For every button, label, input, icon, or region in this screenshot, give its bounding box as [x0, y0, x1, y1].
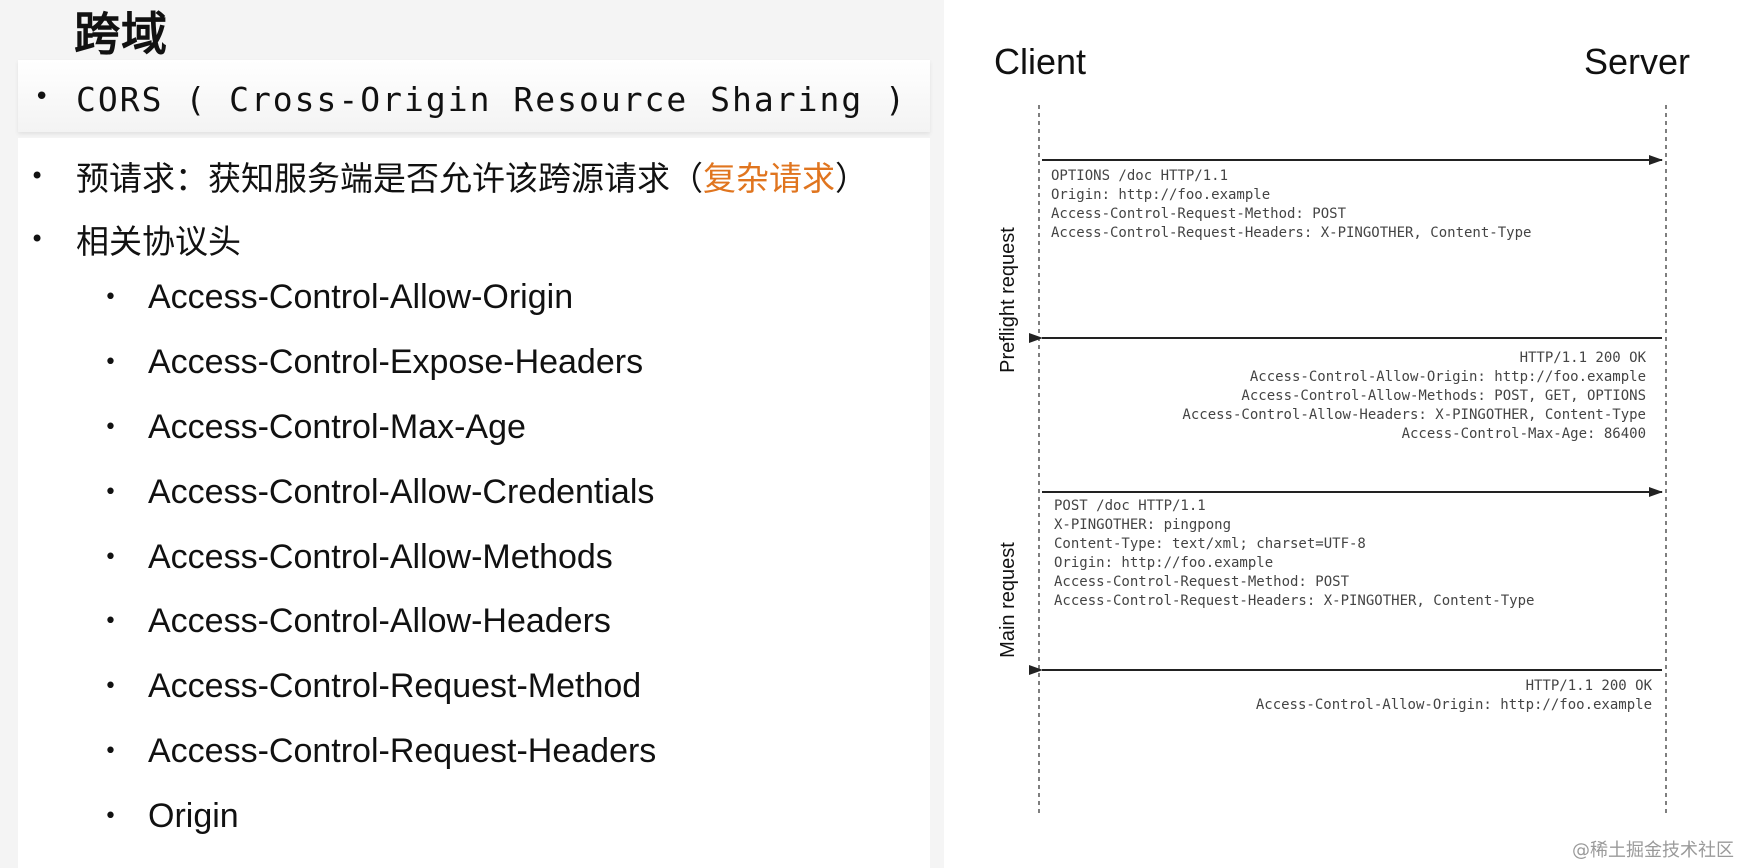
message-line: X-PINGOTHER: pingpong	[1054, 517, 1231, 533]
message-line: Access-Control-Allow-Methods: POST, GET,…	[1241, 388, 1646, 404]
message-line: HTTP/1.1 200 OK	[1526, 678, 1653, 694]
bullet-icon: •	[104, 545, 117, 570]
bullet-icon: •	[30, 225, 45, 253]
message-line: Origin: http://foo.example	[1051, 187, 1270, 203]
header-name: Origin	[148, 797, 239, 835]
header-item: • Access-Control-Allow-Credentials	[104, 473, 654, 512]
header-name: Access-Control-Request-Headers	[148, 732, 657, 770]
bullet-icon: •	[104, 480, 117, 505]
preflight-request-label: Preflight request	[997, 227, 1019, 373]
preflight-item: • 预请求：获知服务端是否允许该跨源请求（复杂请求）	[30, 152, 868, 200]
message-line: Access-Control-Allow-Origin: http://foo.…	[1250, 369, 1646, 385]
slide-left-panel: 跨域 • CORS ( Cross-Origin Resource Sharin…	[18, 7, 930, 868]
message-line: Access-Control-Max-Age: 86400	[1402, 426, 1646, 442]
cors-sequence-diagram: Client Server Preflight request Main req…	[944, 0, 1742, 868]
headers-item: • 相关协议头	[30, 215, 241, 263]
cors-definition: CORS ( Cross-Origin Resource Sharing )	[76, 80, 907, 119]
message-line: Access-Control-Request-Method: POST	[1051, 206, 1347, 222]
header-item: • Access-Control-Allow-Origin	[104, 278, 573, 317]
message-line: POST /doc HTTP/1.1	[1054, 498, 1206, 514]
header-item: • Origin	[104, 797, 239, 836]
message-line: Access-Control-Allow-Origin: http://foo.…	[1256, 697, 1652, 713]
client-label: Client	[994, 41, 1086, 82]
header-name: Access-Control-Allow-Credentials	[148, 473, 655, 511]
bullet-icon: •	[104, 415, 117, 440]
header-name: Access-Control-Max-Age	[148, 408, 526, 446]
message-line: HTTP/1.1 200 OK	[1520, 350, 1647, 366]
header-item: • Access-Control-Allow-Methods	[104, 538, 613, 577]
header-item: • Access-Control-Expose-Headers	[104, 343, 643, 382]
header-item: • Access-Control-Request-Headers	[104, 732, 656, 771]
header-name: Access-Control-Allow-Headers	[148, 602, 611, 640]
main-request-label: Main request	[997, 542, 1019, 658]
header-name: Access-Control-Expose-Headers	[148, 343, 644, 381]
header-item: • Access-Control-Allow-Headers	[104, 602, 611, 641]
cors-bullet-bar: • CORS ( Cross-Origin Resource Sharing )	[18, 60, 930, 132]
message-line: Access-Control-Request-Method: POST	[1054, 574, 1350, 590]
message-line: Content-Type: text/xml; charset=UTF-8	[1054, 536, 1366, 552]
preflight-highlight: 复杂请求	[703, 159, 835, 198]
header-name: Access-Control-Request-Method	[148, 667, 642, 705]
header-name: Access-Control-Allow-Origin	[148, 278, 574, 316]
bullet-icon: •	[104, 350, 117, 375]
diagram-canvas: Client Server Preflight request Main req…	[994, 41, 1690, 815]
bullet-icon: •	[104, 285, 117, 310]
bullet-icon: •	[104, 739, 117, 764]
bullet-icon: •	[104, 609, 117, 634]
message-line: Access-Control-Request-Headers: X-PINGOT…	[1054, 593, 1534, 609]
message-line: Origin: http://foo.example	[1054, 555, 1273, 571]
header-item: • Access-Control-Request-Method	[104, 667, 641, 706]
preflight-suffix: ）	[835, 159, 868, 198]
bullet-icon: •	[104, 674, 117, 699]
header-name: Access-Control-Allow-Methods	[148, 538, 613, 576]
message-line: OPTIONS /doc HTTP/1.1	[1051, 168, 1228, 184]
headers-label: 相关协议头	[76, 222, 241, 261]
header-item: • Access-Control-Max-Age	[104, 408, 526, 447]
content-card: • 预请求：获知服务端是否允许该跨源请求（复杂请求） • 相关协议头 • Access…	[18, 138, 930, 868]
bullet-icon: •	[104, 804, 117, 829]
bullet-icon: •	[34, 82, 50, 112]
message-line: Access-Control-Allow-Headers: X-PINGOTHE…	[1182, 407, 1646, 423]
message-line: Access-Control-Request-Headers: X-PINGOT…	[1051, 225, 1531, 241]
bullet-icon: •	[30, 162, 45, 190]
page-title: 跨域	[74, 7, 168, 61]
preflight-prefix: 预请求：获知服务端是否允许该跨源请求（	[76, 159, 703, 198]
server-label: Server	[1584, 41, 1690, 82]
watermark: @稀土掘金技术社区	[1572, 840, 1734, 861]
